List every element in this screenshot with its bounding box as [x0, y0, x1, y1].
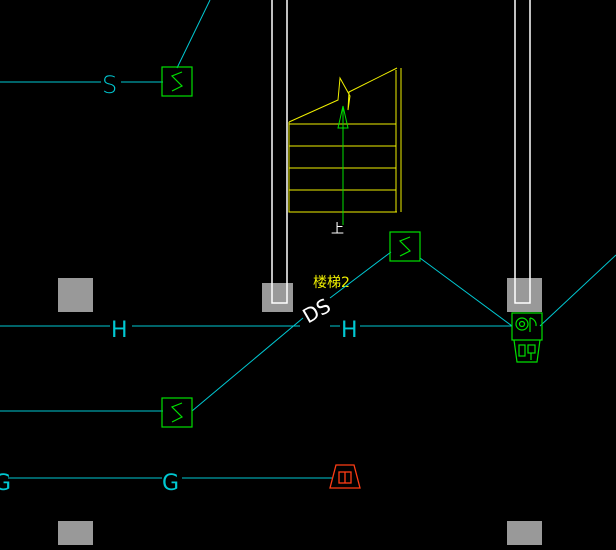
wire-label-g-mid: G — [162, 471, 179, 496]
alarm-bell-icon — [329, 464, 361, 489]
column-right-mid — [507, 278, 542, 312]
column-left-mid — [58, 278, 93, 312]
column-right-bottom — [507, 521, 542, 545]
module-icon — [511, 312, 543, 363]
s-box-icon — [161, 397, 193, 428]
column-left-bottom — [58, 521, 93, 545]
staircase — [288, 67, 402, 213]
wire-label-s: S — [102, 71, 117, 99]
wire-label-g-left: G — [0, 471, 11, 496]
walls — [271, 0, 531, 304]
s-box-icon — [161, 66, 193, 97]
wire-label-h-right: H — [341, 318, 358, 343]
wire-label-h-left: H — [111, 318, 128, 343]
stair-name-label: 楼梯2 — [313, 275, 350, 291]
s-box-icon — [389, 231, 421, 262]
ds-mark: DS — [298, 293, 334, 328]
stair-arrow — [337, 105, 349, 225]
stair-up-label: 上 — [331, 222, 344, 237]
wiring — [0, 0, 616, 479]
column-center — [262, 283, 293, 312]
